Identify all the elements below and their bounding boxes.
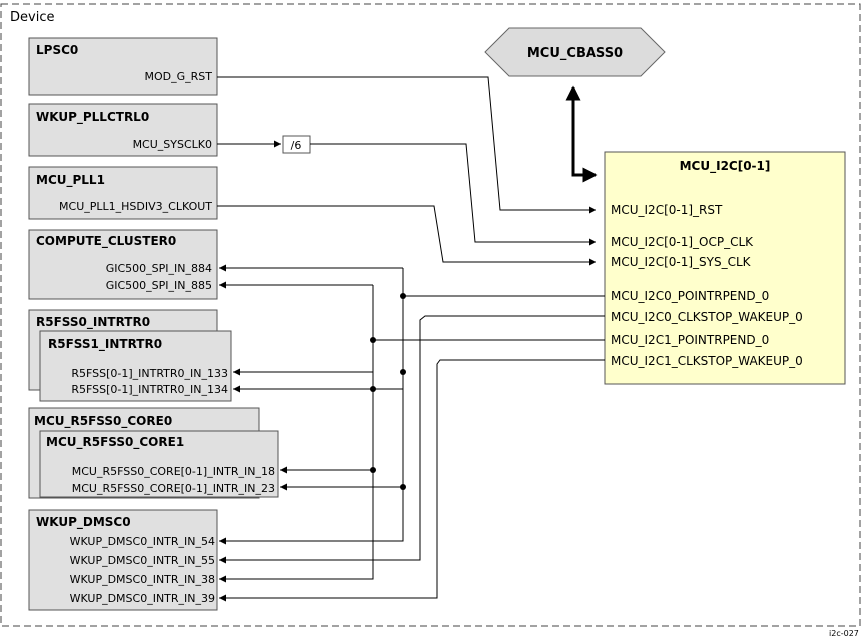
- clock-divider: /6: [282, 135, 311, 154]
- compute-cluster0-title: COMPUTE_CLUSTER0: [36, 234, 176, 249]
- device-label: Device: [10, 10, 54, 25]
- compute-cluster0-block: COMPUTE_CLUSTER0 GIC500_SPI_IN_884 GIC50…: [28, 229, 218, 300]
- mcu-r5fss0-core1-block: MCU_R5FSS0_CORE1 MCU_R5FSS0_CORE[0-1]_IN…: [39, 430, 279, 498]
- r5fss1-intrtr0-block: R5FSS1_INTRTR0 R5FSS[0-1]_INTRTR0_IN_133…: [39, 330, 232, 402]
- mod-g-rst-label: MOD_G_RST: [145, 70, 213, 83]
- wire-rst: [217, 76, 596, 214]
- r5fss-in-133-label: R5FSS[0-1]_INTRTR0_IN_133: [71, 367, 228, 380]
- mcu-pll1-block: MCU_PLL1 MCU_PLL1_HSDIV3_CLKOUT: [28, 166, 218, 220]
- wire-p0-bus: [219, 296, 404, 545]
- mcu-i2c-title: MCU_I2C[0-1]: [680, 159, 771, 174]
- wire-ocp-clk: [310, 143, 596, 246]
- gic500-885-label: GIC500_SPI_IN_885: [106, 279, 212, 292]
- wire-i2c1-wakeup: [219, 359, 605, 602]
- r5fss1-intrtr0-title: R5FSS1_INTRTR0: [48, 337, 162, 352]
- mcu-sysclk0-label: MCU_SYSCLK0: [133, 138, 212, 151]
- figure-id: i2c-027: [829, 629, 859, 638]
- divider-label: /6: [291, 139, 302, 152]
- wkup-pllctrl0-title: WKUP_PLLCTRL0: [36, 110, 149, 125]
- gic500-884-label: GIC500_SPI_IN_884: [106, 262, 212, 275]
- wkup-pllctrl0-block: WKUP_PLLCTRL0 MCU_SYSCLK0: [28, 103, 218, 157]
- mcu-pll1-title: MCU_PLL1: [36, 173, 105, 188]
- i2c-ocp-clk-label: MCU_I2C[0-1]_OCP_CLK: [611, 235, 754, 249]
- bus-connection: [565, 85, 598, 183]
- mcu-r5fss0-core1-title: MCU_R5FSS0_CORE1: [46, 435, 184, 450]
- junction-dots: [370, 293, 406, 490]
- lpsc0-block: LPSC0 MOD_G_RST: [28, 37, 218, 96]
- i2c0-clkstop-wakeup-label: MCU_I2C0_CLKSTOP_WAKEUP_0: [611, 310, 803, 324]
- wire-i2c0-wakeup: [219, 315, 605, 564]
- bus-label: MCU_CBASS0: [527, 46, 623, 61]
- wire-sys-clk: [217, 205, 596, 266]
- mcu-r5fss0-core0-title: MCU_R5FSS0_CORE0: [34, 414, 172, 429]
- mcu-i2c-block: MCU_I2C[0-1] MCU_I2C[0-1]_RST MCU_I2C[0-…: [604, 151, 846, 385]
- dmsc-intr-in-39-label: WKUP_DMSC0_INTR_IN_39: [70, 592, 215, 605]
- mcu-pll1-clkout-label: MCU_PLL1_HSDIV3_CLKOUT: [59, 200, 212, 213]
- i2c1-clkstop-wakeup-label: MCU_I2C1_CLKSTOP_WAKEUP_0: [611, 354, 803, 368]
- r5fss0-intrtr0-title: R5FSS0_INTRTR0: [36, 315, 150, 330]
- i2c0-pointrpend-label: MCU_I2C0_POINTRPEND_0: [611, 289, 769, 303]
- wkup-dmsc0-block: WKUP_DMSC0 WKUP_DMSC0_INTR_IN_54 WKUP_DM…: [28, 509, 218, 611]
- mcu-cbass0-bus: [484, 27, 666, 77]
- dmsc-intr-in-38-label: WKUP_DMSC0_INTR_IN_38: [70, 573, 215, 586]
- core-intr-in-18-label: MCU_R5FSS0_CORE[0-1]_INTR_IN_18: [72, 465, 275, 478]
- wire-p1-bus: [219, 285, 374, 583]
- lpsc0-title: LPSC0: [36, 43, 78, 57]
- device-container: [0, 3, 861, 627]
- dmsc-intr-in-54-label: WKUP_DMSC0_INTR_IN_54: [70, 535, 215, 548]
- signal-wires: [217, 76, 605, 602]
- i2c1-pointrpend-label: MCU_I2C1_POINTRPEND_0: [611, 333, 769, 347]
- i2c-sys-clk-label: MCU_I2C[0-1]_SYS_CLK: [611, 255, 752, 269]
- core-intr-in-23-label: MCU_R5FSS0_CORE[0-1]_INTR_IN_23: [72, 482, 275, 495]
- wkup-dmsc0-title: WKUP_DMSC0: [36, 515, 131, 530]
- dmsc-intr-in-55-label: WKUP_DMSC0_INTR_IN_55: [70, 554, 215, 567]
- r5fss-in-134-label: R5FSS[0-1]_INTRTR0_IN_134: [71, 383, 228, 396]
- i2c-rst-label: MCU_I2C[0-1]_RST: [611, 203, 723, 217]
